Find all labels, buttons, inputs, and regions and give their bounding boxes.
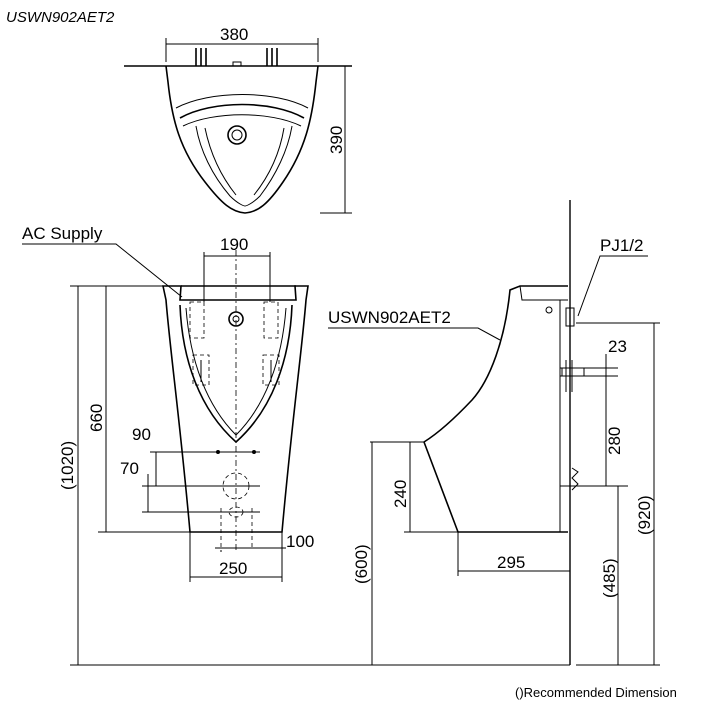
front-view-body-outline bbox=[162, 285, 309, 533]
model-title: USWN902AET2 bbox=[6, 9, 115, 26]
side-view-model-callout: USWN902AET2 bbox=[328, 308, 451, 327]
front-view-sensor-inner bbox=[232, 315, 240, 323]
side-view-sensor bbox=[545, 306, 553, 314]
side-view-model-leader bbox=[328, 327, 501, 341]
dim-600-label: (600) bbox=[352, 544, 371, 584]
dim-23-label: 23 bbox=[608, 337, 627, 356]
dim-660-label: 660 bbox=[87, 404, 106, 432]
top-view-bracket bbox=[232, 61, 242, 67]
dim-100-label: 100 bbox=[286, 532, 314, 551]
top-view-body-outline bbox=[165, 65, 319, 214]
top-view-rim-arc-inner bbox=[179, 103, 305, 119]
ac-supply-leader bbox=[22, 243, 183, 298]
dim-240-label: 240 bbox=[391, 480, 410, 508]
dim-250-label: 250 bbox=[219, 559, 247, 578]
top-view-rim-arc-low bbox=[182, 114, 302, 127]
pj-leader bbox=[577, 255, 648, 317]
front-view-hidden-fitting-left-upper bbox=[189, 301, 205, 339]
dim-380-label: 380 bbox=[220, 25, 248, 44]
side-view-body-outline bbox=[423, 285, 568, 533]
top-view-rim-arc bbox=[175, 94, 309, 109]
top-view-sensor-inner bbox=[231, 129, 243, 141]
top-view-bowl-outline bbox=[195, 125, 293, 207]
dim-920-label: (920) bbox=[635, 495, 654, 535]
front-view-hidden-fitting-right-upper bbox=[263, 301, 279, 339]
dim-390-label: 390 bbox=[327, 126, 346, 154]
side-view-supply-pipe bbox=[565, 307, 575, 327]
front-view-hidden-fitting-right-lower bbox=[262, 354, 280, 386]
front-view-bowl-outline bbox=[179, 304, 293, 444]
side-view: USWN902AET2 PJ1/2 23 280 (485) (920) 240… bbox=[328, 200, 660, 666]
top-view-bowl-inner-left bbox=[204, 127, 237, 196]
front-view: AC Supply 190 660 (1020) 90 70 100 bbox=[22, 224, 570, 666]
dim-1020-label: (1020) bbox=[58, 441, 77, 490]
dim-295-label: 295 bbox=[497, 553, 525, 572]
dim-485-label: (485) bbox=[600, 558, 619, 598]
dim-190-label: 190 bbox=[220, 235, 248, 254]
front-view-hidden-fitting-left-lower bbox=[192, 354, 210, 386]
top-view-sensor-outer bbox=[227, 125, 247, 145]
side-view-top-cap bbox=[519, 285, 568, 301]
top-view-supply-stubs-right bbox=[266, 48, 278, 66]
side-view-valve bbox=[561, 367, 585, 377]
pj-label: PJ1/2 bbox=[600, 236, 643, 255]
front-view-bowl-inner bbox=[185, 307, 287, 436]
top-view-bowl-inner-right bbox=[253, 127, 285, 196]
dim-280-label: 280 bbox=[605, 427, 624, 455]
side-view-drain-break bbox=[571, 467, 579, 491]
front-view-sensor bbox=[228, 311, 244, 327]
dim-90-label: 90 bbox=[132, 425, 151, 444]
ac-supply-label: AC Supply bbox=[22, 224, 103, 243]
recommended-dimension-note: ()Recommended Dimension bbox=[515, 685, 677, 700]
dim-70-label: 70 bbox=[120, 459, 139, 478]
top-view: 380 390 bbox=[124, 25, 352, 214]
top-view-supply-stubs-left bbox=[195, 48, 207, 66]
